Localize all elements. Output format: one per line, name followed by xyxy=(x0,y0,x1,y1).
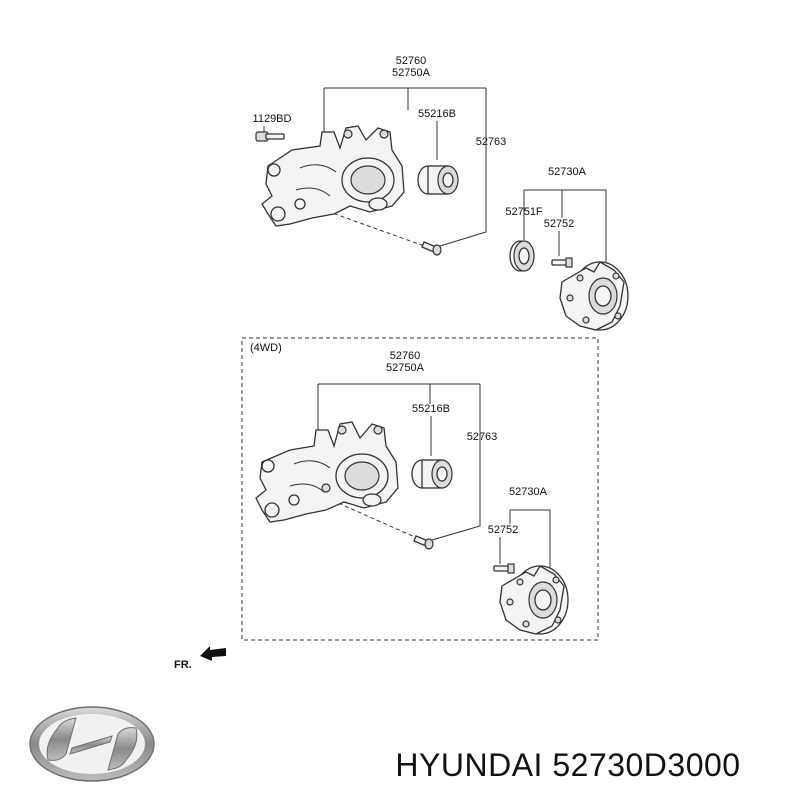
label-52760-top: 52760 xyxy=(396,55,427,67)
awd-assembly: (4WD) 52760 52750A 55216B 52763 52730A 5… xyxy=(241,337,599,641)
front-arrow-icon xyxy=(200,646,226,661)
label-52750a-awd: 52750A xyxy=(386,362,425,374)
leader-hub-top xyxy=(523,189,607,262)
bearing-55216b-awd xyxy=(411,459,453,489)
pin-52763-top xyxy=(421,241,442,256)
label-52752-top: 52752 xyxy=(544,218,575,230)
awd-tag: (4WD) xyxy=(250,342,282,354)
label-52750a-top: 52750A xyxy=(392,67,431,79)
hub-bolt-52752-awd xyxy=(493,563,515,574)
label-1129bd: 1129BD xyxy=(253,113,292,125)
pin-52763-awd xyxy=(413,535,434,550)
bolt-1129bd xyxy=(255,131,285,142)
label-55216b-top: 55216B xyxy=(418,108,456,120)
hub-bolt-52752-top xyxy=(551,257,573,268)
knuckle-awd xyxy=(255,421,399,523)
label-52763-top: 52763 xyxy=(476,136,507,148)
cap-52751f xyxy=(509,240,535,272)
leader-bracket-awd xyxy=(317,383,481,444)
top-assembly: 52760 52750A 1129BD 55216B 52763 52730A … xyxy=(253,55,629,331)
bearing-55216b-top xyxy=(417,165,459,195)
knuckle-top xyxy=(261,125,405,227)
label-52760-awd: 52760 xyxy=(390,350,421,362)
leader-hub-awd xyxy=(509,509,551,570)
label-55216b-awd: 55216B xyxy=(412,403,450,415)
awd-frame xyxy=(241,337,599,641)
front-label: FR. xyxy=(174,659,192,671)
leader-bracket-top xyxy=(323,87,487,150)
hub-52730a-top xyxy=(559,261,629,331)
leader-pin-awd xyxy=(431,444,481,541)
product-caption: HYUNDAI 52730D3000 xyxy=(395,747,740,783)
label-52763-awd: 52763 xyxy=(467,431,498,443)
hyundai-logo xyxy=(29,706,155,782)
label-52730a-top: 52730A xyxy=(548,166,587,178)
front-indicator: FR. xyxy=(174,646,226,671)
label-52730a-awd: 52730A xyxy=(509,486,548,498)
leader-pin-top xyxy=(439,150,487,247)
hub-52730a-awd xyxy=(499,565,569,635)
label-52752-awd: 52752 xyxy=(488,524,519,536)
